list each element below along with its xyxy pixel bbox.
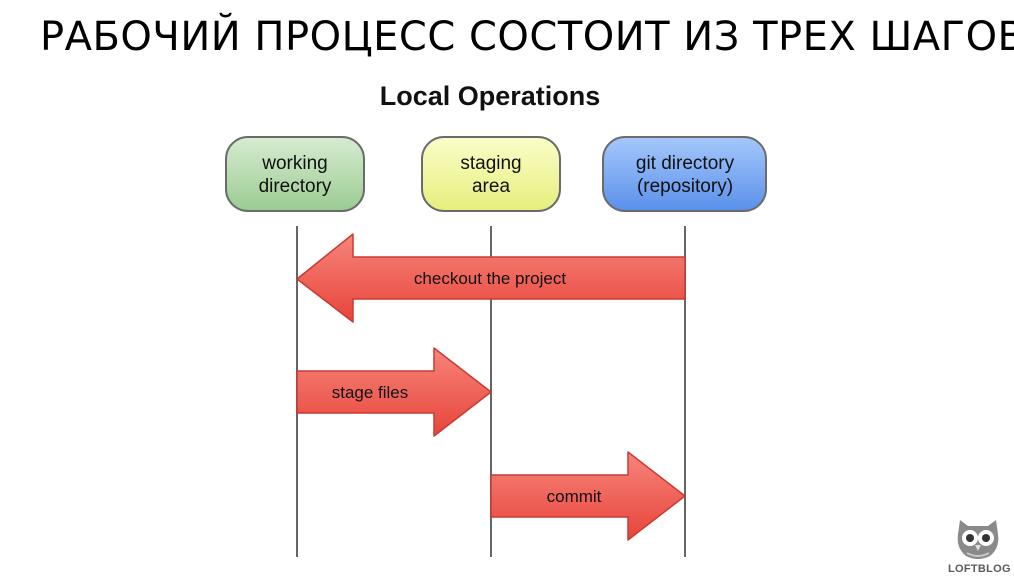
slide-title: РАБОЧИЙ ПРОЦЕСС СОСТОИТ ИЗ ТРЕХ ШАГОВ	[40, 14, 1014, 60]
git-directory-label-line1: git directory	[636, 153, 735, 174]
checkout-arrow-label: checkout the project	[414, 269, 566, 288]
working-directory-label-line2: directory	[259, 176, 332, 197]
loftblog-logo: LOFTBLOG	[948, 516, 1011, 578]
working-directory-box: working directory	[225, 136, 365, 212]
checkout-arrow: checkout the project	[296, 233, 686, 323]
git-directory-box: git directory (repository)	[602, 136, 767, 212]
owl-icon	[957, 520, 999, 559]
stage-files-arrow-label: stage files	[332, 383, 409, 402]
logo-text: LOFTBLOG	[948, 563, 1011, 575]
stage-files-arrow: stage files	[296, 347, 492, 437]
git-directory-label-line2: (repository)	[637, 176, 733, 197]
commit-arrow-label: commit	[547, 487, 602, 506]
staging-area-box: staging area	[421, 136, 561, 212]
diagram-title: Local Operations	[380, 81, 601, 111]
commit-arrow: commit	[490, 451, 686, 541]
staging-area-label-line1: staging	[460, 153, 521, 174]
staging-area-label-line2: area	[472, 176, 510, 197]
working-directory-label-line1: working	[261, 153, 327, 174]
